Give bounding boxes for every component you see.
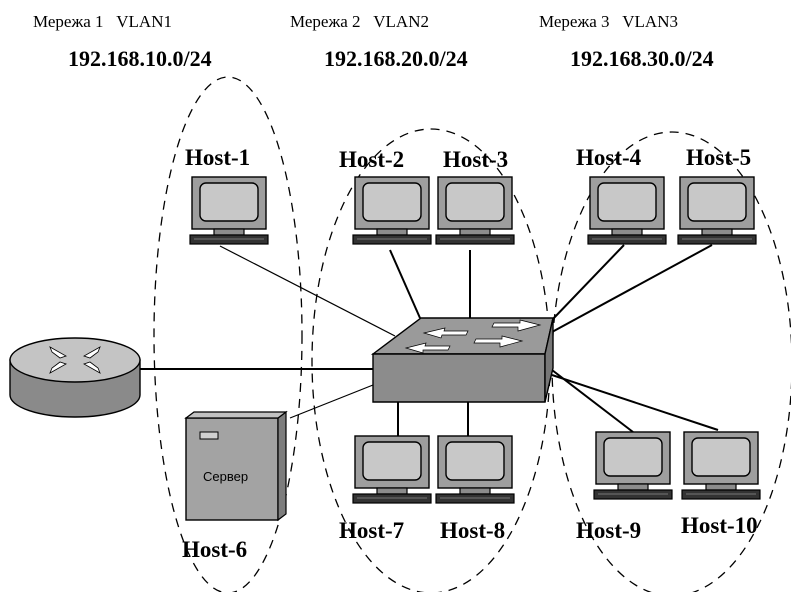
link-host4	[551, 244, 625, 321]
host7-computer-icon	[352, 435, 432, 504]
host3-label: Host-3	[443, 147, 508, 172]
link-host10	[551, 374, 719, 431]
vlan1-boundary	[153, 76, 303, 592]
host4-computer-icon	[587, 176, 667, 245]
host2-label: Host-2	[339, 147, 404, 172]
network2-subnet: 192.168.20.0/24	[324, 46, 468, 71]
network3-label: Мережа 3 VLAN3	[539, 12, 678, 31]
switch-icon	[370, 317, 554, 403]
network3-subnet: 192.168.30.0/24	[570, 46, 714, 71]
host6-label: Host-6	[182, 537, 247, 562]
network2-label: Мережа 2 VLAN2	[290, 12, 429, 31]
host1-label: Host-1	[185, 145, 250, 170]
server-label: Сервер	[203, 469, 248, 484]
host9-computer-icon	[593, 431, 673, 500]
network1-label: Мережа 1 VLAN1	[33, 12, 172, 31]
host8-label: Host-8	[440, 518, 505, 543]
link-host5	[551, 244, 713, 333]
server-icon: Сервер	[184, 410, 288, 522]
host4-label: Host-4	[576, 145, 642, 170]
host3-computer-icon	[435, 176, 515, 245]
host8-computer-icon	[435, 435, 515, 504]
router-icon	[9, 337, 141, 418]
host7-label: Host-7	[339, 518, 404, 543]
link-host1	[219, 245, 396, 337]
host9-label: Host-9	[576, 518, 641, 543]
network1-subnet: 192.168.10.0/24	[68, 46, 212, 71]
host5-label: Host-5	[686, 145, 751, 170]
host5-computer-icon	[677, 176, 757, 245]
host10-label: Host-10	[681, 513, 758, 538]
host1-computer-icon	[189, 176, 269, 245]
link-host6	[289, 384, 374, 419]
host2-computer-icon	[352, 176, 432, 245]
link-host2	[389, 249, 421, 319]
host10-computer-icon	[681, 431, 761, 500]
